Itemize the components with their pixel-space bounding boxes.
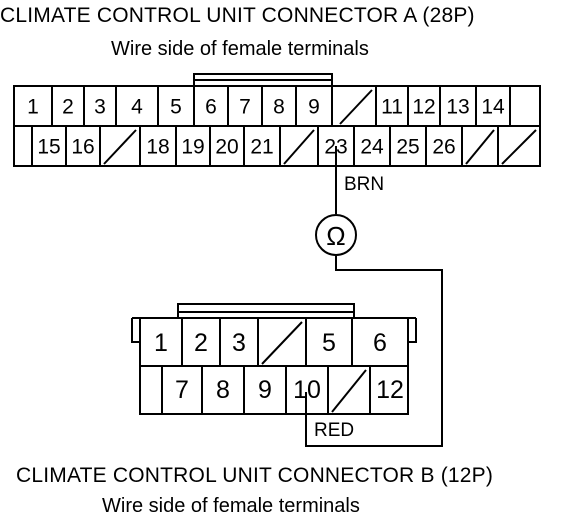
- pin-label: 15: [37, 136, 60, 159]
- connector-b-pins: 1 2 3 5 6 7 8 9 10 12: [154, 329, 404, 404]
- connector-a-pins: 1 2 3 4 5 6 7 8 9 11 12 13 14 15 16 18 1…: [27, 96, 505, 159]
- pin-label: 5: [170, 96, 182, 119]
- brn-wire-label: BRN: [344, 174, 385, 195]
- pin-label: 14: [481, 96, 505, 119]
- connector-a-title: CLIMATE CONTROL UNIT CONNECTOR A (28P): [0, 4, 475, 27]
- pin-label: 24: [360, 136, 384, 159]
- pin-label: 8: [216, 376, 230, 404]
- pin-label: 1: [27, 96, 39, 119]
- pin-label: 1: [154, 329, 168, 357]
- pin-label: 12: [376, 376, 404, 404]
- pin-label: 13: [446, 96, 469, 119]
- pin-label: 10: [293, 376, 321, 404]
- pin-label: 7: [239, 96, 251, 119]
- pin-label: 5: [322, 329, 336, 357]
- pin-label: 7: [175, 376, 189, 404]
- pin-label: 26: [432, 136, 455, 159]
- connector-b-subtitle: Wire side of female terminals: [102, 495, 360, 517]
- red-wire: [305, 256, 443, 447]
- pin-label: 6: [205, 96, 217, 119]
- pin-label: 9: [308, 96, 320, 119]
- pin-label: 16: [71, 136, 94, 159]
- connector-a-subtitle: Wire side of female terminals: [111, 38, 369, 60]
- ohmmeter-icon: [315, 214, 357, 256]
- pin-label: 4: [131, 96, 143, 119]
- connector-b-title: CLIMATE CONTROL UNIT CONNECTOR B (12P): [16, 464, 494, 487]
- pin-label: 2: [62, 96, 74, 119]
- pin-label: 20: [215, 136, 238, 159]
- pin-label: 6: [373, 329, 387, 357]
- pin-label: 3: [94, 96, 106, 119]
- pin-label: 18: [146, 136, 169, 159]
- pin-label: 25: [396, 136, 419, 159]
- pin-label: 8: [273, 96, 285, 119]
- pin-label: 12: [412, 96, 435, 119]
- pin-label: 11: [381, 96, 403, 119]
- ohm-symbol: Ω: [326, 221, 345, 251]
- pin-label: 9: [258, 376, 272, 404]
- pin-label: 21: [250, 136, 273, 159]
- pin-label: 19: [181, 136, 204, 159]
- pin-label: 3: [232, 329, 246, 357]
- pin-label: 2: [194, 329, 208, 357]
- red-wire-label: RED: [314, 420, 355, 441]
- pin-label: 23: [324, 136, 347, 159]
